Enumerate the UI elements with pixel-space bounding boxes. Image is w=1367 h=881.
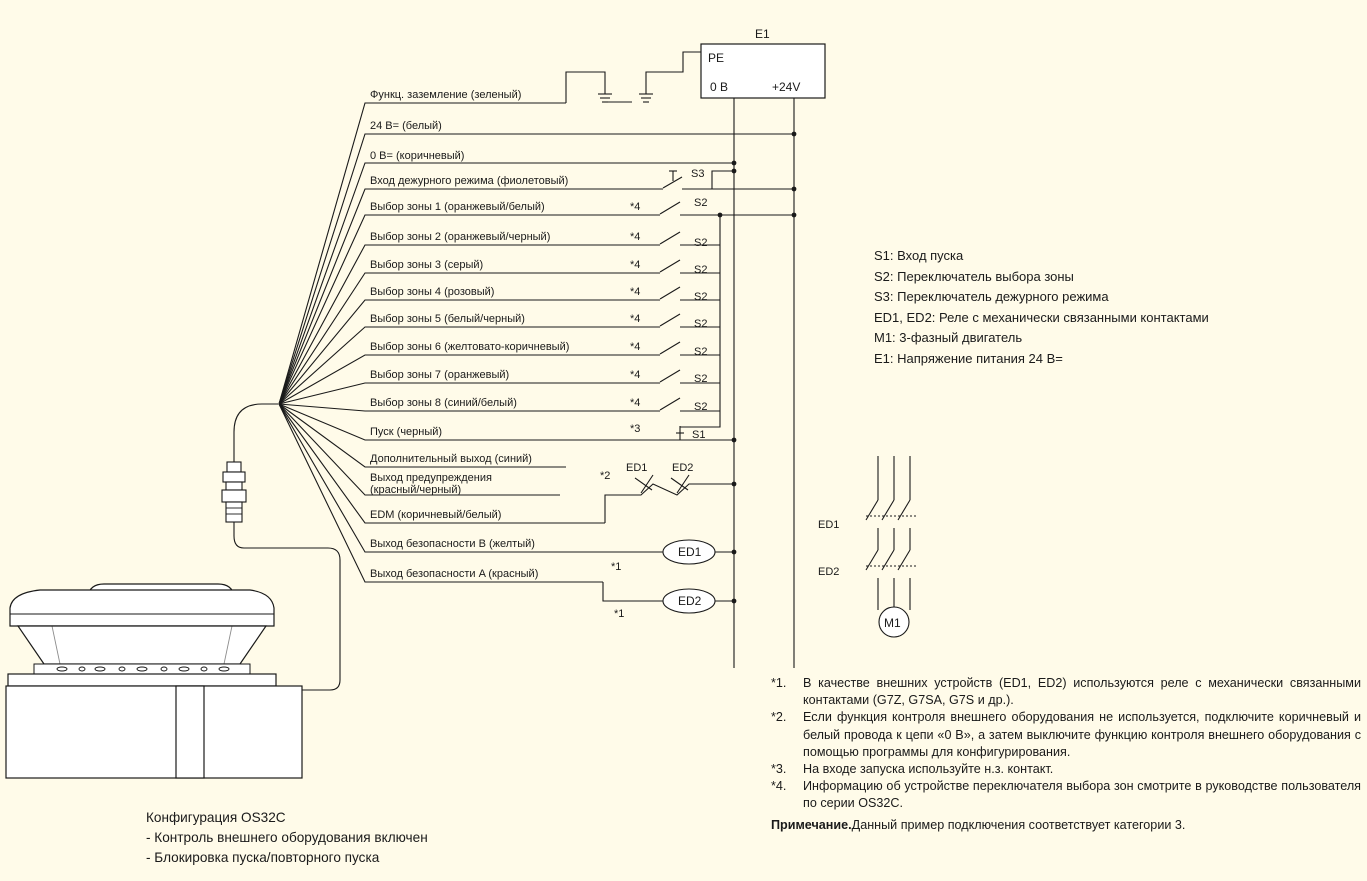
- wire-label-zone-2: Выбор зоны 2 (оранжевый/черный): [370, 231, 550, 243]
- footnote: *4. Информацию об устройстве переключате…: [771, 779, 1361, 811]
- relay-coil-ed2: ED2: [662, 588, 716, 614]
- legend-item: S2: Переключатель выбора зоны: [874, 268, 1074, 284]
- switch-label-s3: S3: [691, 168, 704, 180]
- footnotes: *1. В качестве внешних устройств (ED1, E…: [771, 675, 1361, 834]
- wire-label-aux: Дополнительный выход (синий): [370, 453, 532, 465]
- edm-ed1-label: ED1: [626, 462, 647, 474]
- note-mark: *4: [630, 341, 640, 353]
- s2-switch-icon: [659, 201, 681, 411]
- legend-item: ED1, ED2: Реле с механически связанными …: [874, 309, 1209, 325]
- configuration-item: - Контроль внешнего оборудования включен: [146, 830, 428, 845]
- note-mark: *4: [630, 201, 640, 213]
- wire-label-ossd-a: Выход безопасности A (красный): [370, 568, 538, 580]
- wire-label-edm: EDM (коричневый/белый): [370, 509, 501, 521]
- wire-label-standby: Вход дежурного режима (фиолетовый): [370, 175, 568, 187]
- footnote: *1. В качестве внешних устройств (ED1, E…: [771, 676, 1361, 708]
- note-mark: *1: [614, 608, 624, 620]
- wire-label-zone-1: Выбор зоны 1 (оранжевый/белый): [370, 201, 545, 213]
- motor-circuit: ED1 ED2 M1: [818, 456, 918, 638]
- wire-labels: Функц. заземление (зеленый) 24 В= (белый…: [370, 89, 569, 580]
- footnote: *2. Если функция контроля внешнего обору…: [771, 710, 1361, 759]
- switch-label-s2-5: S2: [694, 318, 707, 330]
- motor-ed1-label: ED1: [818, 519, 839, 531]
- note-mark: *4: [630, 397, 640, 409]
- relay-coil-ed1: ED1: [662, 539, 716, 565]
- pe-ground-icon: [639, 51, 701, 103]
- wire-label-warning: Выход предупреждения: [370, 472, 492, 484]
- edm-contact-icon: [634, 474, 690, 494]
- legend-item: M1: 3-фазный двигатель: [874, 330, 1023, 345]
- wire-label-zone-6: Выбор зоны 6 (желтовато-коричневый): [370, 341, 569, 353]
- motor-label: M1: [884, 616, 901, 630]
- note-mark: *4: [630, 286, 640, 298]
- wire-label-zone-8: Выбор зоны 8 (синий/белый): [370, 397, 517, 409]
- legend-item: S1: Вход пуска: [874, 248, 964, 263]
- legend-item: S3: Переключатель дежурного режима: [874, 289, 1109, 304]
- switches: S3 S2 S2 S2 S2 S2 S2 S2 S2 S1 *4 *4 *4 *…: [600, 168, 707, 620]
- note-mark: *4: [630, 313, 640, 325]
- ground-icon: [565, 71, 632, 103]
- wire-label-zone-3: Выбор зоны 3 (серый): [370, 259, 483, 271]
- configuration-caption: Конфигурация OS32C - Контроль внешнего о…: [146, 808, 428, 868]
- wire-label-zone-5: Выбор зоны 5 (белый/черный): [370, 313, 525, 325]
- switch-label-s1: S1: [692, 429, 705, 441]
- e1-label: E1: [755, 27, 770, 41]
- svg-text:ED1: ED1: [678, 545, 702, 559]
- switch-label-s2-3: S2: [694, 264, 707, 276]
- wire-label-start: Пуск (черный): [370, 426, 442, 438]
- note-mark: *3: [630, 423, 640, 435]
- wire-fan: [278, 87, 794, 602]
- edm-ed2-label: ED2: [672, 462, 693, 474]
- pe-terminal-label: PE: [708, 51, 724, 65]
- zero-v-terminal-label: 0 В: [710, 80, 728, 94]
- junction-dots: [717, 131, 797, 604]
- plus-24v-terminal-label: +24V: [772, 80, 800, 94]
- switch-label-s2-2: S2: [694, 237, 707, 249]
- switch-label-s2-1: S2: [694, 197, 707, 209]
- switch-label-s2-6: S2: [694, 346, 707, 358]
- wire-label-24v: 24 В= (белый): [370, 120, 442, 132]
- wire-label-warning-colour: (красный/черный): [370, 484, 461, 496]
- switch-label-s2-7: S2: [694, 373, 707, 385]
- note-mark: *4: [630, 231, 640, 243]
- s3-switch-icon: [662, 170, 683, 189]
- wire-label-0v: 0 В= (коричневый): [370, 150, 464, 162]
- configuration-item: - Блокировка пуска/повторного пуска: [146, 850, 380, 865]
- legend-item: E1: Напряжение питания 24 В=: [874, 350, 1063, 366]
- s1-switch-icon: [676, 426, 684, 440]
- note-mark: *2: [600, 470, 610, 482]
- note-mark: *1: [611, 561, 621, 573]
- motor-m1-icon: [878, 606, 910, 638]
- wire-label-zone-4: Выбор зоны 4 (розовый): [370, 286, 494, 298]
- wire-label-fe: Функц. заземление (зеленый): [370, 89, 521, 101]
- wire-label-ossd-b: Выход безопасности B (желтый): [370, 538, 535, 550]
- note-mark: *4: [630, 369, 640, 381]
- svg-text:ED2: ED2: [678, 594, 702, 608]
- note-mark: *4: [630, 259, 640, 271]
- connector-icon: [221, 403, 278, 523]
- os32c-scanner-icon: [5, 522, 341, 779]
- wire-label-zone-7: Выбор зоны 7 (оранжевый): [370, 369, 509, 381]
- remark: Примечание.Данный пример подключения соо…: [771, 817, 1186, 832]
- switch-label-s2-4: S2: [694, 291, 707, 303]
- power-supply-e1: E1 PE 0 В +24V: [700, 27, 826, 99]
- footnote: *3. На входе запуска используйте н.з. ко…: [771, 762, 1054, 777]
- configuration-title: Конфигурация OS32C: [146, 810, 286, 825]
- motor-ed2-label: ED2: [818, 566, 839, 578]
- switch-label-s2-8: S2: [694, 401, 707, 413]
- legend: S1: Вход пуска S2: Переключатель выбора …: [874, 246, 1209, 369]
